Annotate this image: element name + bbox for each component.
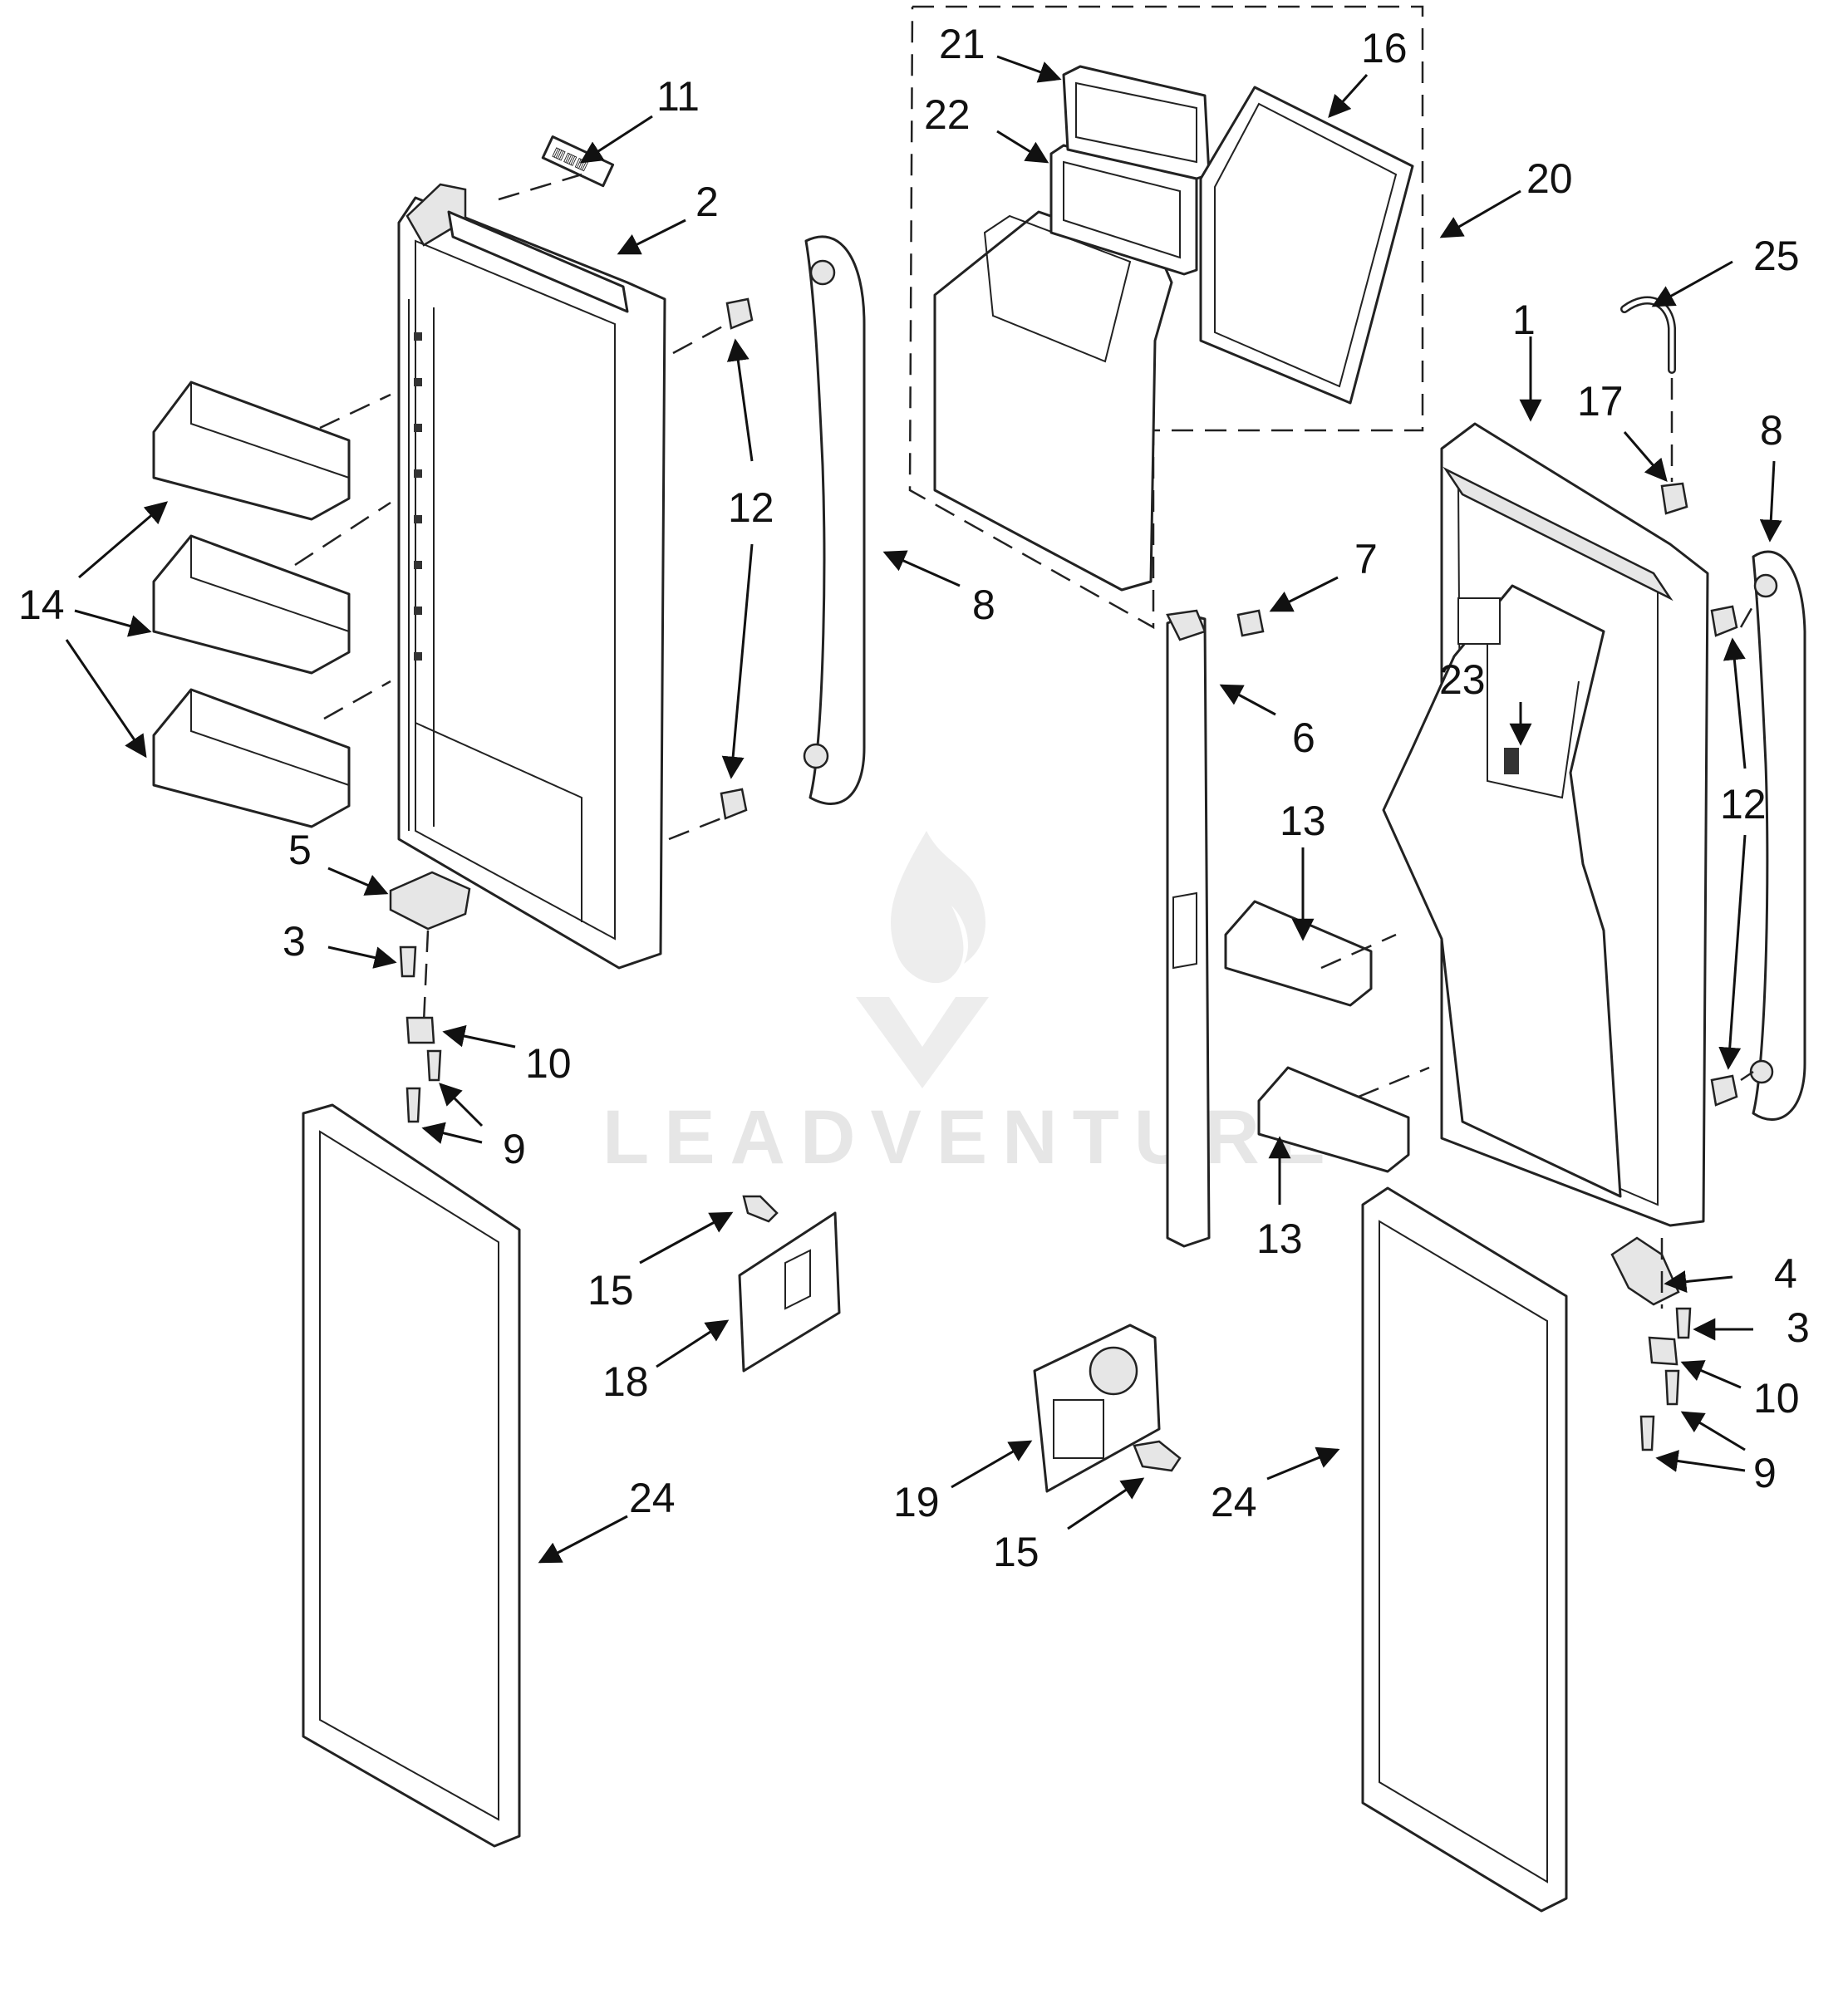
handle-mount-studs-part-12-left xyxy=(720,297,754,820)
handle-mount-studs-part-12-right xyxy=(1710,605,1738,1107)
screw-part-9-left xyxy=(405,1049,442,1123)
door-bin-part-14-bottom xyxy=(152,688,351,828)
callout-10-right: 10 xyxy=(1753,1375,1800,1422)
block-part-10-right xyxy=(1648,1336,1678,1366)
door-gasket-part-24-left xyxy=(302,1103,521,1848)
callout-12-right: 12 xyxy=(1720,781,1767,828)
screw-part-3-right xyxy=(1675,1307,1692,1339)
cover-part-18 xyxy=(738,1211,841,1373)
callout-9-right: 9 xyxy=(1753,1450,1777,1496)
callout-1: 1 xyxy=(1512,297,1536,343)
screw-part-9-right xyxy=(1639,1369,1680,1451)
callout-6: 6 xyxy=(1292,715,1315,761)
right-handle-part-8 xyxy=(1749,550,1806,1121)
callout-13-lower: 13 xyxy=(1256,1216,1303,1262)
water-tube-part-25 xyxy=(1620,296,1676,374)
callout-21: 21 xyxy=(939,21,985,67)
callout-17: 17 xyxy=(1577,378,1624,425)
callout-12-left: 12 xyxy=(728,484,774,531)
door-bin-part-13-lower xyxy=(1257,1066,1410,1173)
callout-5: 5 xyxy=(288,827,312,873)
callout-19: 19 xyxy=(893,1479,940,1525)
callout-18: 18 xyxy=(602,1358,649,1405)
left-door-shelf-clips xyxy=(414,332,422,661)
door-gasket-part-24-right xyxy=(1361,1186,1568,1913)
callout-10-left: 10 xyxy=(525,1040,572,1087)
screw-part-3-left xyxy=(399,945,417,978)
door-bin-part-14-middle xyxy=(152,534,351,675)
block-part-10-left xyxy=(405,1016,435,1044)
fitting-part-17 xyxy=(1660,482,1688,515)
callout-9-left: 9 xyxy=(503,1126,526,1172)
callout-8-left: 8 xyxy=(972,582,995,628)
mullion-part-6 xyxy=(1166,609,1211,1248)
watermark-text: LEADVENTURE xyxy=(602,1095,1340,1180)
callout-3-left: 3 xyxy=(283,918,306,965)
callout-14: 14 xyxy=(18,582,65,628)
callout-20: 20 xyxy=(1526,155,1573,202)
panel-part-16 xyxy=(1199,86,1414,405)
left-handle-part-8 xyxy=(803,235,866,805)
callout-7: 7 xyxy=(1354,536,1378,582)
screw-part-15-left xyxy=(742,1195,779,1223)
callout-15-left: 15 xyxy=(587,1267,634,1314)
hinge-part-5 xyxy=(389,871,471,931)
door-bin-part-14-top xyxy=(152,381,351,521)
callout-15-right: 15 xyxy=(993,1529,1040,1575)
alignment-lines xyxy=(294,173,1759,1309)
label-plate-part-11: ▥▥▥ xyxy=(541,135,615,188)
callout-25: 25 xyxy=(1753,233,1800,279)
callout-13-upper: 13 xyxy=(1280,798,1326,844)
leader-lines xyxy=(65,55,1782,1564)
callout-labels: 11 2 12 8 14 5 3 10 9 15 18 24 21 22 16 … xyxy=(18,21,1810,1575)
callout-24-left: 24 xyxy=(629,1475,676,1521)
left-door-part-2 xyxy=(397,183,666,970)
callout-2: 2 xyxy=(695,179,719,225)
callout-3-right: 3 xyxy=(1787,1304,1810,1351)
dispenser-housing xyxy=(933,210,1173,592)
callout-16: 16 xyxy=(1361,25,1408,71)
callout-23: 23 xyxy=(1439,656,1486,703)
callout-8-right: 8 xyxy=(1760,407,1783,454)
callout-22: 22 xyxy=(924,91,971,138)
seal-ring-part-22 xyxy=(1049,144,1198,276)
watermark: LEADVENTURE xyxy=(602,831,1340,1180)
screw-part-15-right xyxy=(1133,1440,1182,1472)
callout-24-right: 24 xyxy=(1211,1479,1257,1525)
callout-11: 11 xyxy=(656,73,700,120)
hinge-part-4 xyxy=(1610,1236,1680,1306)
control-module-part-19 xyxy=(1033,1324,1161,1493)
door-bin-part-13-upper xyxy=(1224,900,1373,1007)
callout-4: 4 xyxy=(1774,1250,1797,1297)
right-door-part-1 xyxy=(1382,422,1709,1227)
screw-part-7 xyxy=(1236,609,1265,637)
